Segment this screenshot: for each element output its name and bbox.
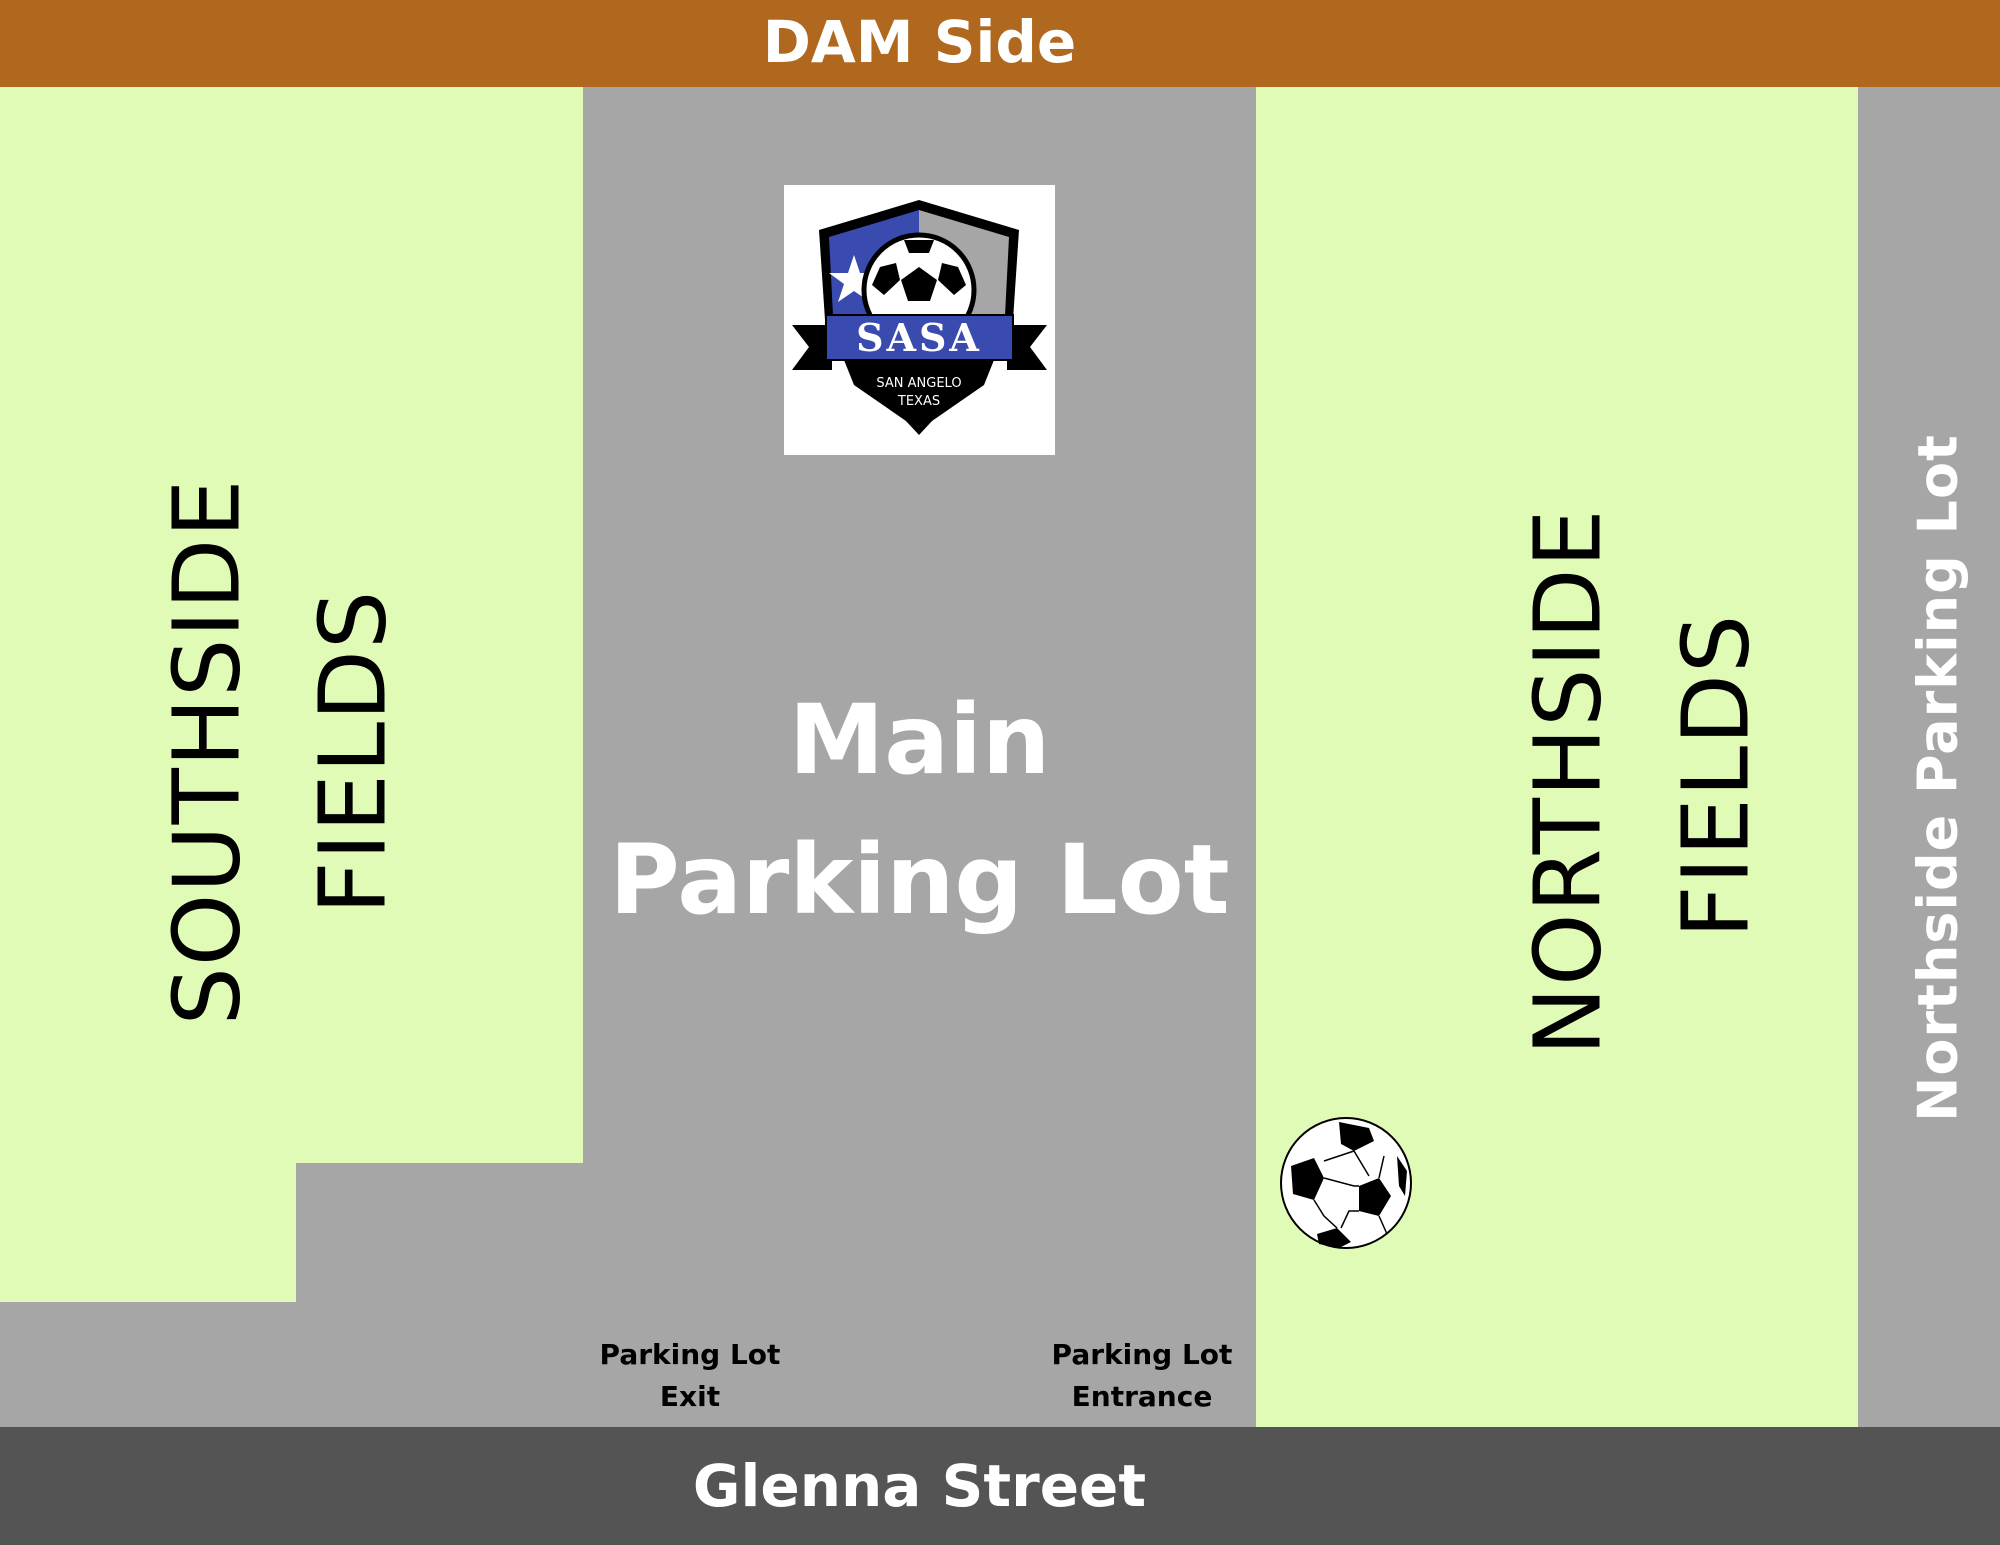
- northside-label-line2: FIELDS: [1662, 613, 1770, 939]
- southside-label-line1: SOUTHSIDE: [153, 478, 261, 1026]
- southside-label-line2: FIELDS: [299, 589, 407, 915]
- dam-side-label: DAM Side: [762, 8, 1077, 76]
- southside-fields-area[interactable]: [0, 87, 583, 1163]
- dam-side-header: DAM Side: [0, 0, 2000, 87]
- parking-lot-exit-label: Parking Lot Exit: [570, 1334, 810, 1418]
- northside-parking-lot-area[interactable]: [1858, 87, 2000, 1427]
- northside-label-line1: NORTHSIDE: [1514, 508, 1622, 1056]
- entrance-line2: Entrance: [1071, 1380, 1213, 1413]
- northside-parking-lot-label: Northside Parking Lot: [1906, 434, 1970, 1122]
- sasa-logo: SASA SAN ANGELO TEXAS: [784, 185, 1055, 455]
- main-lot-line1: Main: [788, 684, 1051, 796]
- exit-line1: Parking Lot: [599, 1338, 781, 1371]
- parking-lot-entrance-label: Parking Lot Entrance: [1022, 1334, 1262, 1418]
- soccer-ball-icon: [1279, 1116, 1413, 1250]
- svg-text:SAN ANGELO: SAN ANGELO: [876, 376, 961, 391]
- exit-line2: Exit: [659, 1380, 721, 1413]
- glenna-street-label: Glenna Street: [692, 1452, 1147, 1520]
- main-parking-lot-label: Main Parking Lot: [583, 670, 1256, 950]
- glenna-street: Glenna Street: [0, 1427, 2000, 1545]
- entrance-line1: Parking Lot: [1051, 1338, 1233, 1371]
- sasa-shield-icon: SASA SAN ANGELO TEXAS: [792, 200, 1047, 435]
- southside-fields-lower-area[interactable]: [0, 1163, 296, 1302]
- svg-text:TEXAS: TEXAS: [897, 394, 940, 409]
- svg-text:SASA: SASA: [856, 315, 982, 360]
- main-lot-line2: Parking Lot: [609, 824, 1230, 936]
